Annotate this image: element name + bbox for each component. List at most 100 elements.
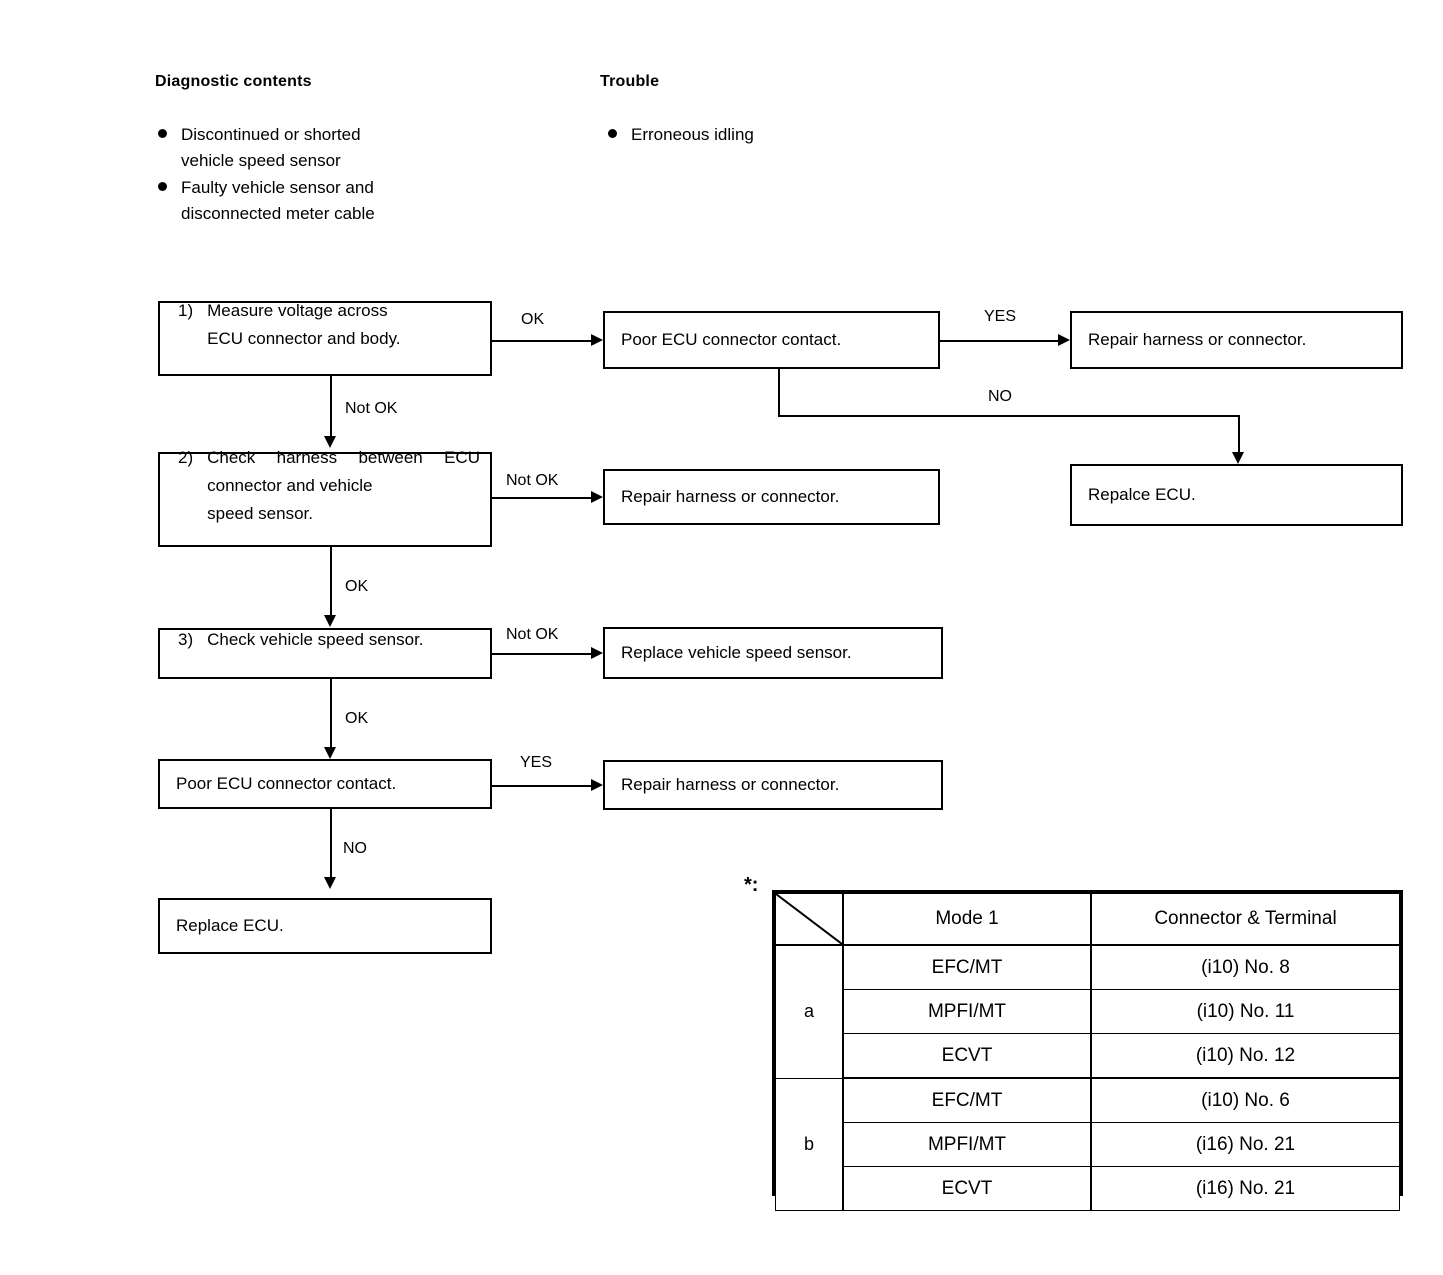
table-header-terminal: Connector & Terminal bbox=[1090, 893, 1400, 946]
edge-line-not-ok-3 bbox=[492, 653, 591, 655]
edge-line-ok-1 bbox=[492, 340, 591, 342]
step-1-line-2: ECU connector and body. bbox=[207, 328, 401, 348]
edge-arrow-ok-3 bbox=[324, 747, 336, 759]
footnote-marker: *: bbox=[744, 874, 759, 896]
repair-harness-bottom-text: Repair harness or connector. bbox=[621, 775, 840, 794]
table-row: ECVT (i10) No. 12 bbox=[776, 1033, 1400, 1079]
list-item: Erroneous idling bbox=[608, 122, 908, 148]
table-group-label-a: a bbox=[775, 944, 844, 1079]
edge-label-ok-3: OK bbox=[345, 710, 369, 727]
table-group-label-b: b bbox=[775, 1077, 844, 1211]
table-cell-mode: EFC/MT bbox=[842, 1077, 1092, 1123]
table-cell-mode: ECVT bbox=[842, 1033, 1092, 1079]
edge-label-not-ok-2: Not OK bbox=[506, 472, 559, 489]
table-header-mode: Mode 1 bbox=[842, 893, 1092, 946]
edge-label-ok-2: OK bbox=[345, 578, 369, 595]
table-cell-terminal: (i10) No. 12 bbox=[1090, 1033, 1400, 1079]
edge-arrow-not-ok-2 bbox=[591, 491, 603, 503]
step-1-line-1: Measure voltage across bbox=[207, 300, 388, 320]
edge-arrow-no-top bbox=[1232, 452, 1244, 464]
replace-speed-sensor-text: Replace vehicle speed sensor. bbox=[621, 643, 852, 662]
edge-line-ok-3 bbox=[330, 679, 332, 751]
table-cell-mode: ECVT bbox=[842, 1166, 1092, 1211]
edge-line-not-ok-1 bbox=[330, 376, 332, 440]
table-cell-terminal: (i10) No. 11 bbox=[1090, 989, 1400, 1034]
flow-box-repair-harness-top: Repair harness or connector. bbox=[1070, 311, 1403, 369]
edge-arrow-no-bottom bbox=[324, 877, 336, 889]
edge-label-not-ok-3: Not OK bbox=[506, 626, 559, 643]
step-3-number: 3) bbox=[178, 629, 194, 649]
edge-arrow-ok-2 bbox=[324, 615, 336, 627]
table-cell-terminal: (i10) No. 8 bbox=[1090, 944, 1400, 990]
table-row: b EFC/MT (i10) No. 6 bbox=[775, 1077, 1400, 1211]
diagonal-split-icon bbox=[776, 894, 842, 944]
flow-box-step-2: 2) Check harness between ECU connector a… bbox=[158, 448, 492, 547]
list-item: Faulty vehicle sensor and disconnected m… bbox=[158, 175, 478, 227]
flow-box-step-1: 1) Measure voltage across ECU connector … bbox=[158, 301, 492, 376]
edge-arrow-not-ok-3 bbox=[591, 647, 603, 659]
edge-arrow-yes-top bbox=[1058, 334, 1070, 346]
flow-box-repair-harness-bottom: Repair harness or connector. bbox=[603, 760, 943, 810]
step-2-text: Check harness between ECU connector and … bbox=[207, 444, 480, 556]
diagnostic-item-text: Faulty vehicle sensor and disconnected m… bbox=[181, 178, 375, 223]
edge-line-no-bottom bbox=[330, 809, 332, 881]
poor-ecu-contact-top-text: Poor ECU connector contact. bbox=[621, 330, 842, 349]
edge-label-no-top: NO bbox=[988, 388, 1012, 405]
flow-box-step-3: 3) Check vehicle speed sensor. bbox=[158, 628, 492, 679]
table-header-row: Mode 1 Connector & Terminal bbox=[775, 893, 1400, 946]
bullet-icon bbox=[158, 129, 167, 138]
replace-ecu-bottom-text: Replace ECU. bbox=[176, 916, 284, 935]
step-3-line-1: Check vehicle speed sensor. bbox=[207, 629, 424, 649]
edge-line-ok-2 bbox=[330, 547, 332, 619]
step-1-text: Measure voltage across ECU connector and… bbox=[207, 297, 480, 381]
repair-harness-top-text: Repair harness or connector. bbox=[1088, 330, 1307, 349]
table-row: MPFI/MT (i16) No. 21 bbox=[776, 1122, 1400, 1167]
replace-ecu-right-text: Repalce ECU. bbox=[1088, 485, 1196, 504]
bullet-icon bbox=[158, 182, 167, 191]
edge-arrow-ok-1 bbox=[591, 334, 603, 346]
edge-label-ok-1: OK bbox=[521, 311, 545, 328]
edge-label-yes-top: YES bbox=[984, 308, 1017, 325]
step-2-line-2: ECU connector and vehicle bbox=[207, 447, 480, 495]
edge-line-not-ok-2 bbox=[492, 497, 591, 499]
diagnostic-contents-title: Diagnostic contents bbox=[155, 73, 312, 90]
poor-ecu-contact-bottom-text: Poor ECU connector contact. bbox=[176, 774, 397, 793]
flow-box-poor-ecu-contact-top: Poor ECU connector contact. bbox=[603, 311, 940, 369]
table-row: ECVT (i16) No. 21 bbox=[776, 1166, 1400, 1211]
flow-box-replace-ecu-bottom: Replace ECU. bbox=[158, 898, 492, 954]
flow-box-replace-ecu-right: Repalce ECU. bbox=[1070, 464, 1403, 526]
step-2-line-1: Check harness between bbox=[207, 447, 423, 467]
edge-arrow-yes-bottom bbox=[591, 779, 603, 791]
flow-box-replace-speed-sensor: Replace vehicle speed sensor. bbox=[603, 627, 943, 679]
edge-label-not-ok-1: Not OK bbox=[345, 400, 398, 417]
edge-line-yes-top bbox=[940, 340, 1058, 342]
table-cell-mode: MPFI/MT bbox=[842, 1122, 1092, 1167]
list-item: Discontinued or shorted vehicle speed se… bbox=[158, 122, 478, 174]
edge-line-no-top-horizontal bbox=[778, 415, 1240, 417]
flow-box-poor-ecu-contact-bottom: Poor ECU connector contact. bbox=[158, 759, 492, 809]
table-row: MPFI/MT (i10) No. 11 bbox=[776, 989, 1400, 1034]
edge-label-no-bottom: NO bbox=[343, 840, 367, 857]
edge-line-no-top-vertical bbox=[778, 369, 780, 417]
table-row: a EFC/MT (i10) No. 8 bbox=[775, 944, 1400, 1079]
step-3-text: Check vehicle speed sensor. bbox=[207, 626, 480, 682]
edge-label-yes-bottom: YES bbox=[520, 754, 553, 771]
trouble-title: Trouble bbox=[600, 73, 660, 90]
table-corner-cell bbox=[775, 893, 844, 946]
step-2-line-3: speed sensor. bbox=[207, 503, 313, 523]
edge-line-no-top-drop bbox=[1238, 415, 1240, 458]
step-1-number: 1) bbox=[178, 300, 194, 320]
mode-connector-table: Mode 1 Connector & Terminal a EFC/MT (i1… bbox=[772, 890, 1403, 1211]
table-cell-terminal: (i16) No. 21 bbox=[1090, 1166, 1400, 1211]
trouble-item-text: Erroneous idling bbox=[631, 125, 754, 144]
edge-line-yes-bottom bbox=[492, 785, 591, 787]
diagnostic-item-text: Discontinued or shorted vehicle speed se… bbox=[181, 125, 361, 170]
table-cell-terminal: (i10) No. 6 bbox=[1090, 1077, 1400, 1123]
bullet-icon bbox=[608, 129, 617, 138]
flow-box-repair-harness-step2: Repair harness or connector. bbox=[603, 469, 940, 525]
step-2-number: 2) bbox=[178, 447, 194, 467]
repair-harness-step2-text: Repair harness or connector. bbox=[621, 487, 840, 506]
table-cell-terminal: (i16) No. 21 bbox=[1090, 1122, 1400, 1167]
table-cell-mode: EFC/MT bbox=[842, 944, 1092, 990]
